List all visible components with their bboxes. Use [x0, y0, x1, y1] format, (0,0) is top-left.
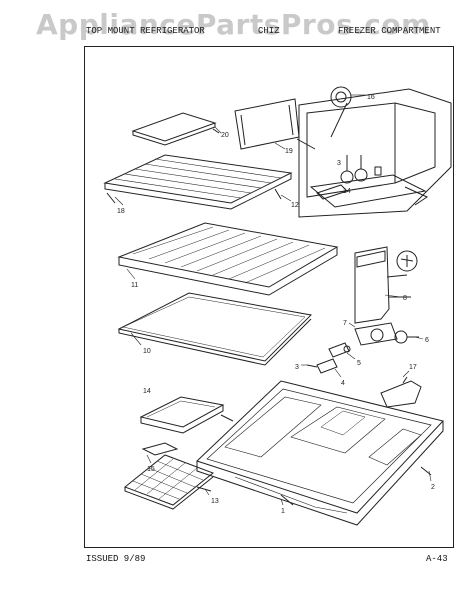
header-mid: CHIZ — [258, 26, 280, 36]
exploded-parts-diagram: 20 19 18 12 16 3 14 11 8 7 6 10 5 3 4 14… — [103, 86, 452, 526]
callout-2: 2 — [431, 484, 435, 491]
callout-18: 18 — [117, 208, 125, 215]
callout-8: 8 — [403, 295, 407, 302]
footer-page: A-43 — [426, 554, 448, 564]
diagram-header: TOP MOUNT REFRIGERATOR CHIZ FREEZER COMP… — [86, 24, 458, 38]
callout-14-top: 14 — [343, 188, 351, 195]
part-15-bar — [141, 442, 179, 456]
callout-1: 1 — [281, 508, 285, 515]
part-20-shelf-panel — [131, 112, 220, 146]
callout-7: 7 — [343, 320, 347, 327]
callout-4: 4 — [341, 380, 345, 387]
part-11-glass-shelf — [117, 222, 339, 296]
diagram-frame: 20 19 18 12 16 3 14 11 8 7 6 10 5 3 4 14… — [84, 46, 454, 548]
callout-3: 3 — [295, 364, 299, 371]
callout-3-top: 3 — [337, 160, 341, 167]
callout-5: 5 — [357, 360, 361, 367]
part-1-freezer-liner — [196, 380, 444, 526]
part-12-wire-shelf — [103, 154, 293, 210]
callout-6: 6 — [425, 337, 429, 344]
callout-13: 13 — [211, 498, 219, 505]
freezer-cabinet — [298, 86, 452, 218]
header-right: FREEZER COMPARTMENT — [338, 26, 441, 36]
part-10-cover-plate — [117, 292, 313, 366]
callout-10: 10 — [143, 348, 151, 355]
callout-15: 15 — [147, 466, 155, 473]
footer-issued: ISSUED 9/89 — [86, 554, 146, 564]
callout-14: 14 — [143, 388, 151, 395]
watermark: AppliancePartsPros.com — [36, 8, 431, 41]
part-8-control-housing — [354, 246, 418, 324]
callout-19: 19 — [285, 148, 293, 155]
header-left: TOP MOUNT REFRIGERATOR — [86, 26, 205, 36]
leader-lines — [114, 94, 432, 506]
part-7-damper-assembly — [306, 322, 419, 374]
part-17-wedge — [380, 376, 422, 408]
callout-16: 16 — [367, 94, 375, 101]
part-19-side-panel — [234, 98, 316, 150]
callout-17: 17 — [409, 364, 417, 371]
callout-20: 20 — [221, 132, 229, 139]
callout-labels: 20 19 18 12 16 3 14 11 8 7 6 10 5 3 4 14… — [117, 94, 435, 515]
part-14-ice-bin — [139, 396, 234, 434]
callout-11: 11 — [131, 282, 138, 289]
part-13-ice-cube-tray — [124, 454, 214, 510]
callout-12: 12 — [291, 202, 299, 209]
